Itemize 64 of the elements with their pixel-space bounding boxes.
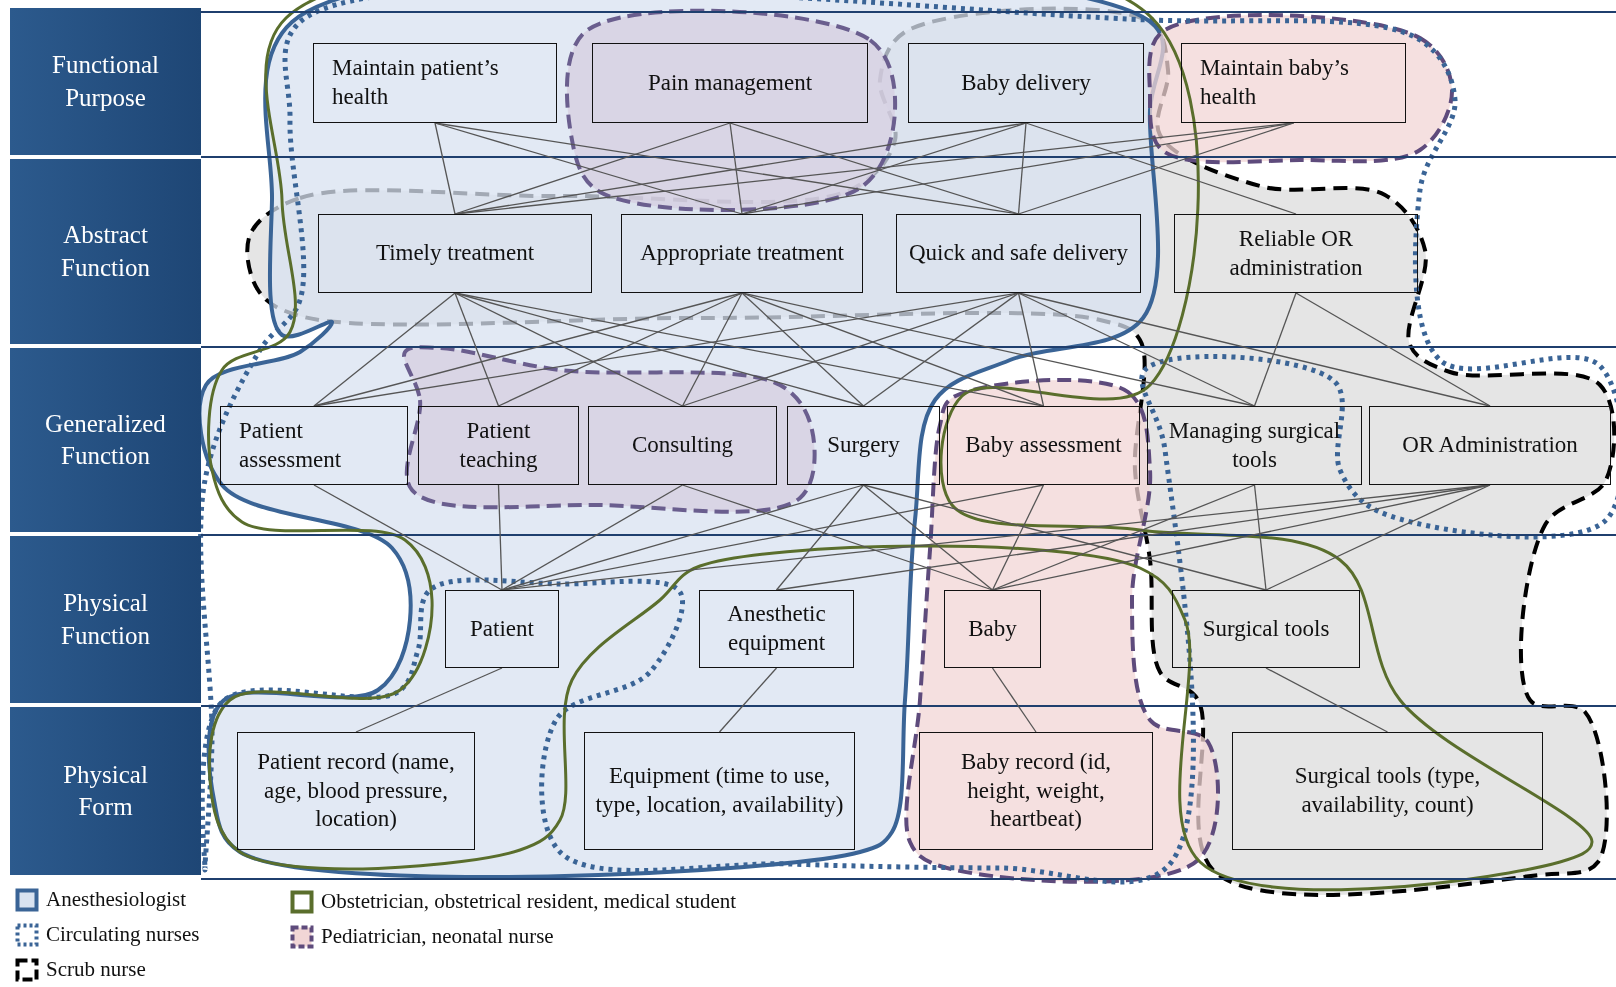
- function-box: Baby record (id, height, weight, heartbeat): [919, 732, 1153, 850]
- function-box: Patient teaching: [418, 406, 579, 485]
- connector-line: [718, 667, 778, 733]
- function-box: Baby: [944, 590, 1041, 668]
- connector-line: [454, 292, 500, 407]
- function-box: Timely treatment: [318, 214, 592, 293]
- connector-line: [681, 484, 994, 591]
- connector-line: [729, 122, 743, 215]
- connector-line: [741, 292, 1045, 407]
- level-header: Abstract Function: [10, 159, 201, 346]
- connector-line: [1017, 292, 1491, 407]
- level-header: Functional Purpose: [10, 8, 201, 157]
- legend-label: Obstetrician, obstetrical resident, medical student: [321, 889, 737, 914]
- connector-line: [355, 667, 503, 733]
- connector-line: [862, 484, 994, 591]
- connector-line: [862, 292, 1020, 407]
- function-box: Patient assessment: [220, 406, 408, 485]
- function-box: Appropriate treatment: [621, 214, 863, 293]
- function-box: Surgical tools: [1172, 590, 1360, 668]
- connector-line: [1265, 667, 1389, 733]
- connector-line: [313, 292, 456, 407]
- function-box: Anesthetic equipment: [699, 590, 854, 668]
- level-header: Physical Function: [10, 536, 201, 705]
- function-box: Patient record (name, age, blood pressure, location): [237, 732, 475, 850]
- legend-label: Anesthesiologist: [46, 887, 186, 912]
- function-box: Surgical tools (type, availability, count): [1232, 732, 1543, 850]
- function-box: Maintain baby’s health: [1181, 43, 1406, 123]
- connector-line: [1265, 484, 1491, 591]
- connector-line: [1295, 292, 1491, 407]
- function-box: Pain management: [592, 43, 868, 123]
- connector-line: [1017, 292, 1045, 407]
- function-box: Equipment (time to use, type, location, availability): [584, 732, 855, 850]
- function-box: Baby delivery: [908, 43, 1144, 123]
- function-box: Managing surgical tools: [1147, 406, 1362, 485]
- function-box: Baby assessment: [947, 406, 1140, 485]
- function-box: Surgery: [787, 406, 940, 485]
- function-box: Consulting: [588, 406, 777, 485]
- connector-line: [991, 667, 1037, 733]
- legend-label: Pediatrician, neonatal nurse: [321, 924, 554, 949]
- connector-line: [501, 484, 684, 591]
- legend-label: Scrub nurse: [46, 957, 146, 982]
- function-box: Maintain patient’s health: [313, 43, 557, 123]
- connector-line: [775, 484, 865, 591]
- function-box: Quick and safe delivery: [896, 214, 1141, 293]
- connector-line: [454, 292, 684, 407]
- level-header: Physical Form: [10, 707, 201, 877]
- connector-line: [497, 292, 743, 407]
- connector-line: [1017, 122, 1027, 215]
- legend-label: Circulating nurses: [46, 922, 200, 947]
- function-box: OR Administration: [1369, 406, 1611, 485]
- connector-line: [497, 484, 503, 591]
- function-box: Reliable OR administration: [1174, 214, 1418, 293]
- connector-line: [991, 484, 1045, 591]
- connector-line: [1017, 292, 1256, 407]
- connector-line: [434, 122, 456, 215]
- connector-line: [991, 484, 1256, 591]
- connector-line: [1253, 292, 1297, 407]
- connector-line: [313, 484, 503, 591]
- function-box: Patient: [445, 590, 559, 668]
- connector-line: [681, 292, 743, 407]
- connector-line: [741, 292, 865, 407]
- level-header: Generalized Function: [10, 348, 201, 534]
- connector-line: [862, 484, 1267, 591]
- connector-line: [1253, 484, 1267, 591]
